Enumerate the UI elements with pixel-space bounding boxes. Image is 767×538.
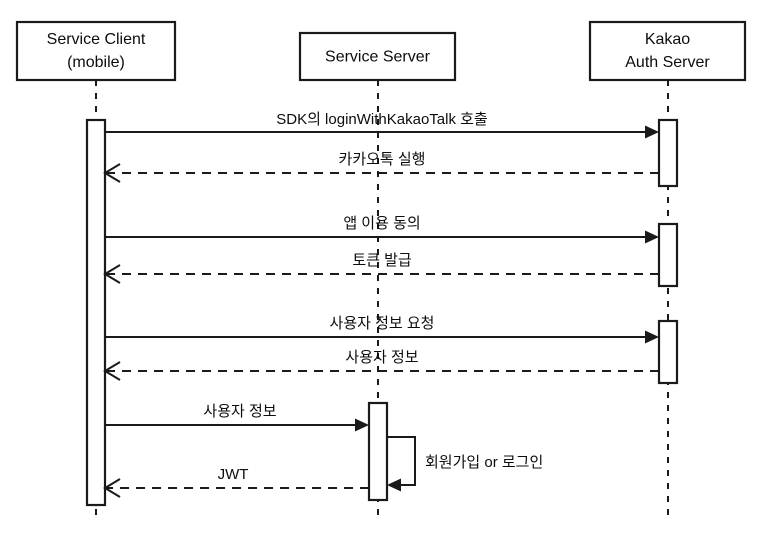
message-label-1: SDK의 loginWithKakaoTalk 호출 [276,111,487,128]
message-label-2: 카카오톡 실행 [339,151,426,168]
participant-label-client-line1: Service Client [47,31,146,48]
message-label-6: 사용자 정보 [345,349,418,366]
message-label-5: 사용자 정보 요청 [330,315,435,332]
message-4-left: 토큰 발급 [103,252,659,284]
message-label-7: 사용자 정보 [203,403,276,420]
activation-bar-kakao-1 [657,118,679,188]
message-1-right: SDK의 loginWithKakaoTalk 호출 [105,111,659,139]
message-label-3: 앱 이용 동의 [343,215,420,232]
message-7-right: 사용자 정보 [105,403,369,432]
participant-box-client[interactable] [15,20,177,82]
participant-box-server[interactable] [298,31,457,82]
activation-bars-layer [85,118,679,507]
message-5-right: 사용자 정보 요청 [105,315,659,344]
message-3-right: 앱 이용 동의 [105,215,659,244]
participant-label-kakao-line1: Kakao [645,31,690,48]
activation-bar-kakao-2 [657,222,679,288]
message-label-9: JWT [218,466,249,483]
activation-bar-kakao-3 [657,319,679,385]
participant-label-server-line1: Service Server [325,49,431,66]
message-9-left: JWT [103,466,369,498]
participant-kakao[interactable]: Kakao Auth Server [588,20,747,82]
message-8-self: 회원가입 or 로그인 [387,436,543,492]
participant-label-client-line2: (mobile) [67,54,125,71]
message-6-left: 사용자 정보 [103,349,659,381]
message-label-4: 토큰 발급 [352,252,412,269]
participant-label-kakao-line2: Auth Server [625,54,710,71]
activation-bar-client-1 [85,118,107,507]
participant-server[interactable]: Service Server [298,31,457,82]
participant-client[interactable]: Service Client (mobile) [15,20,177,82]
activation-bar-server-1 [367,401,389,502]
message-label-8: 회원가입 or 로그인 [425,454,543,471]
message-2-left: 카카오톡 실행 [103,151,659,183]
participant-box-kakao[interactable] [588,20,747,82]
